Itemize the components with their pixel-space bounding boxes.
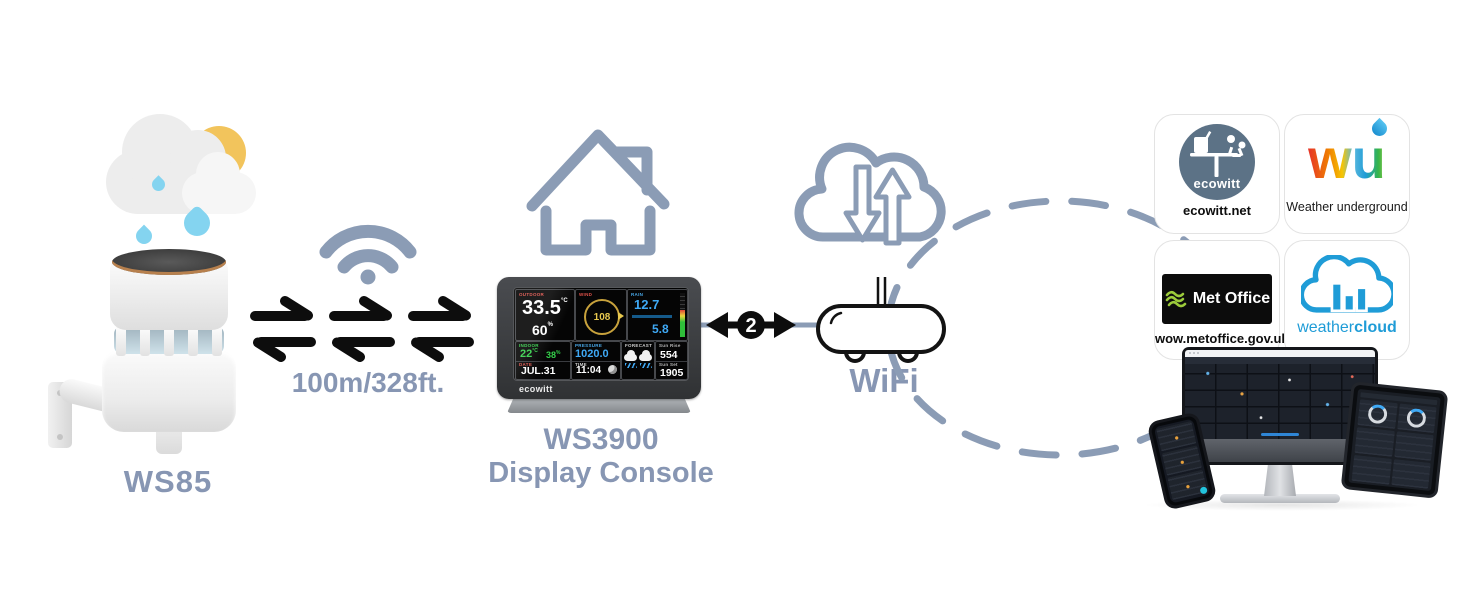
indoor-temp-unit: °C xyxy=(532,348,538,354)
met-office-logo: Met Office xyxy=(1162,274,1272,324)
download-arrow-icon xyxy=(843,164,882,243)
ecowitt-caption: ecowitt.net xyxy=(1183,203,1251,218)
rain-sub-strip xyxy=(632,315,672,318)
weathercloud-caption-bold: cloud xyxy=(1354,319,1397,336)
console-stand xyxy=(507,396,691,413)
indoor-humidity-value: 38 xyxy=(546,350,557,360)
indoor-humidity-unit: % xyxy=(556,350,561,356)
wifi-label: WiFi xyxy=(849,362,919,399)
rain-total-value: 5.8 xyxy=(652,322,669,336)
console-type-label: Display Console xyxy=(488,457,714,489)
console-brand-logo: ecowitt xyxy=(519,384,553,394)
weather-station-icon xyxy=(1190,131,1246,177)
time-value: 11:04 xyxy=(576,365,602,376)
small-cloud-icon xyxy=(182,152,256,214)
forecast-rain-dots xyxy=(625,363,637,368)
browser-bar xyxy=(1185,350,1375,357)
moon-phase-icon xyxy=(608,365,617,374)
sunset-value: 1905 xyxy=(660,367,684,379)
tablet-device xyxy=(1340,381,1449,499)
outdoor-label: OUTDOOR xyxy=(519,292,545,297)
outdoor-humidity-unit: % xyxy=(547,322,553,328)
outdoor-temp-value: 33.5 xyxy=(522,297,561,319)
weathercloud-caption-regular: weather xyxy=(1297,319,1355,336)
rf-transfer-arrows-icon xyxy=(250,296,474,362)
forecast-rain-dots xyxy=(640,363,652,368)
rain-rate-value: 12.7 xyxy=(634,297,660,312)
panel-forecast: FORECAST xyxy=(621,341,655,380)
weathercloud-logo-icon xyxy=(1301,255,1393,313)
wind-value: 108 xyxy=(593,311,611,323)
met-office-caption: wow.metoffice.gov.uk xyxy=(1155,331,1289,346)
wind-direction-arrow-icon xyxy=(618,312,624,320)
sensor-body xyxy=(102,350,236,432)
monitor-shadow xyxy=(1142,499,1422,511)
time-label: TIME xyxy=(575,362,587,367)
house-icon xyxy=(526,129,670,256)
phone-dashboard xyxy=(1153,418,1211,504)
date-label: DATE xyxy=(519,362,533,367)
wireless-signal-icon xyxy=(319,224,417,285)
wu-caption: Weather underground xyxy=(1286,200,1408,214)
met-office-logo-text: Met Office xyxy=(1192,290,1271,307)
indoor-label: INDOOR xyxy=(519,343,539,348)
web-dashboard xyxy=(1185,357,1375,439)
panel-indoor-date: INDOOR 22°C 38% DATE JUL.31 xyxy=(515,341,571,380)
rain-gauge-bar xyxy=(680,293,685,337)
sensor-label: WS85 xyxy=(123,464,213,499)
forecast-rain-icon xyxy=(624,350,637,361)
service-tile-met-office: Met Office wow.metoffice.gov.uk xyxy=(1154,240,1289,360)
weathercloud-caption: weathercloud xyxy=(1285,319,1409,337)
outdoor-humidity-value: 60 xyxy=(532,322,548,338)
panel-pressure-time: PRESSURE 1020.0 TIME 11:04 xyxy=(571,341,621,380)
service-tile-weather-underground: wu Weather underground xyxy=(1284,114,1410,234)
console-model-label: WS3900 xyxy=(543,423,659,456)
gauge-donut xyxy=(1406,407,1428,429)
console-screen: OUTDOOR 33.5°C 60% WIND 108 RAIN 12.7 5.… xyxy=(513,287,689,381)
sensor-top-cap xyxy=(110,249,228,330)
ecowitt-logo-text: ecowitt xyxy=(1193,176,1241,191)
router-icon xyxy=(816,277,946,363)
channel-number: 2 xyxy=(745,315,756,337)
monitor-stand xyxy=(1264,465,1296,496)
sunrise-value: 554 xyxy=(660,349,678,361)
panel-wind: WIND 108 xyxy=(575,289,627,341)
ecowitt-logo: ecowitt xyxy=(1179,124,1255,200)
pressure-value: 1020.0 xyxy=(575,348,609,360)
sensor-sonic-gap xyxy=(114,324,224,356)
monitor-chin xyxy=(1185,439,1375,462)
forecast-label: FORECAST xyxy=(625,343,653,348)
indoor-temp-value: 22 xyxy=(520,348,533,360)
cloud-sync-icon xyxy=(794,142,946,246)
service-tile-weathercloud: weathercloud xyxy=(1284,240,1410,360)
date-value: JUL.31 xyxy=(521,365,556,377)
panel-outdoor: OUTDOOR 33.5°C 60% xyxy=(515,289,575,341)
gauge-donut xyxy=(1366,403,1388,425)
ws3900-console-device: OUTDOOR 33.5°C 60% WIND 108 RAIN 12.7 5.… xyxy=(497,277,701,399)
sunrise-label: Sun Rise xyxy=(659,343,681,348)
wind-label: WIND xyxy=(579,292,593,297)
panel-sunrise-sunset: Sun Rise 554 Sun Set 1905 xyxy=(655,341,688,380)
outdoor-temp-unit: °C xyxy=(560,298,568,304)
pressure-label: PRESSURE xyxy=(575,343,603,348)
channel-arrow-badge: 2 xyxy=(706,311,796,339)
wu-logo-text: wu xyxy=(1308,127,1386,190)
sunset-label: Sun Set xyxy=(659,362,678,367)
rain-label: RAIN xyxy=(631,292,644,297)
upload-arrow-icon xyxy=(873,167,912,246)
monitor-base xyxy=(1220,494,1340,503)
phone-accent-dot xyxy=(1199,486,1208,495)
service-tile-ecowitt: ecowitt ecowitt.net xyxy=(1154,114,1280,234)
transmission-range-label: 100m/328ft. xyxy=(291,367,445,398)
met-office-waves-icon xyxy=(1165,290,1187,308)
ws85-sensor-device xyxy=(48,249,254,465)
panel-rain: RAIN 12.7 5.8 xyxy=(627,289,688,341)
tablet-dashboard xyxy=(1348,388,1441,492)
wind-compass: 108 xyxy=(584,299,620,335)
forecast-rain-icon xyxy=(639,350,652,361)
wu-logo: wu xyxy=(1285,115,1409,199)
